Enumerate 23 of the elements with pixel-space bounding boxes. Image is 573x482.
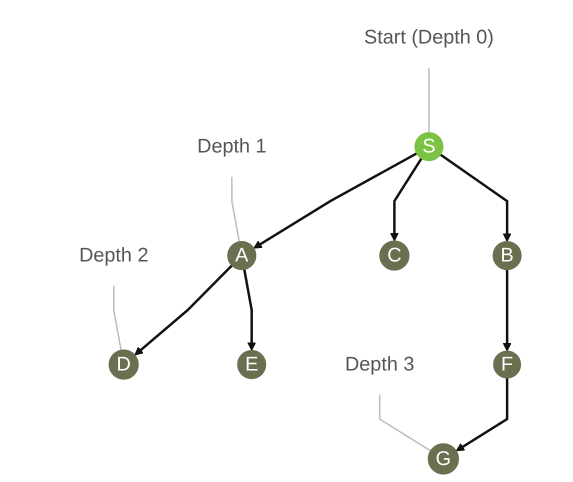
node-circle: F xyxy=(493,350,522,379)
arrow xyxy=(243,269,256,351)
node-circle: S xyxy=(414,132,444,162)
arrow xyxy=(440,154,512,242)
node-text: Depth 3 xyxy=(344,354,414,376)
node-circle: C xyxy=(379,240,410,271)
arrow xyxy=(253,152,418,249)
connector xyxy=(378,394,431,452)
node-text: Depth 2 xyxy=(79,244,148,266)
node-circle: D xyxy=(108,349,139,380)
connector xyxy=(231,176,240,242)
node-text: Depth 1 xyxy=(197,136,267,158)
node-circle: G xyxy=(428,443,460,475)
node-text: Start (Depth 0) xyxy=(364,26,494,49)
node-circle: A xyxy=(227,241,256,270)
connector xyxy=(113,285,122,350)
arrow xyxy=(390,158,422,242)
node-circle: E xyxy=(237,350,266,380)
arrow xyxy=(134,264,233,356)
connector xyxy=(428,67,430,133)
arrow xyxy=(456,378,508,452)
arrow xyxy=(502,270,512,352)
node-circle: B xyxy=(492,241,522,270)
